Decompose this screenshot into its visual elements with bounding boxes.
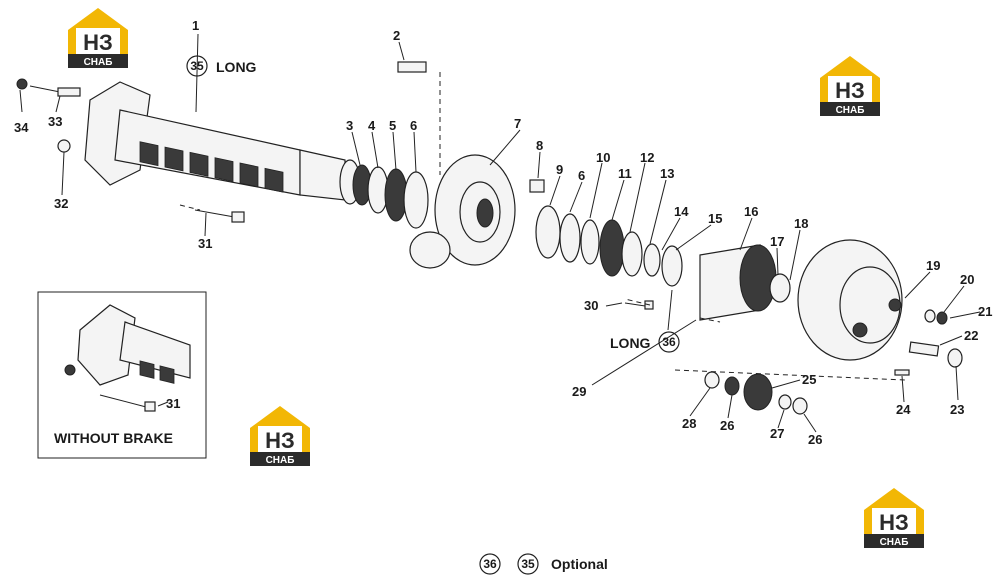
part-label-6b: 6 — [578, 168, 585, 183]
part-label-26b: 26 — [808, 432, 822, 447]
planet-carrier — [797, 239, 903, 361]
inset-without-brake — [37, 291, 207, 459]
circled-36-long: 36 — [658, 331, 680, 353]
part-label-20: 20 — [960, 272, 974, 287]
part-label-10: 10 — [596, 150, 610, 165]
logo-top-right: НЗ СНАБ — [820, 56, 880, 116]
small-parts-right — [894, 309, 963, 376]
long-label-2: LONG — [610, 335, 651, 351]
circled-35-text: 35 — [190, 59, 204, 73]
logo-top-text: НЗ — [265, 428, 295, 453]
logo-bottom-text: СНАБ — [266, 455, 295, 466]
circled-35-text: 35 — [521, 557, 535, 571]
part-label-14: 14 — [674, 204, 689, 219]
part-label-33: 33 — [48, 114, 62, 129]
logo-top-text: НЗ — [835, 78, 865, 103]
logo-top-text: НЗ — [879, 510, 909, 535]
part-label-32: 32 — [54, 196, 68, 211]
planet-gear-set — [704, 371, 808, 415]
part-label-4: 4 — [368, 118, 376, 133]
part-label-31a: 31 — [198, 236, 212, 251]
part-label-9: 9 — [556, 162, 563, 177]
logo-top-text: НЗ — [83, 30, 113, 55]
part-label-29: 29 — [572, 384, 586, 399]
part-label-3: 3 — [346, 118, 353, 133]
part-label-23: 23 — [950, 402, 964, 417]
part-label-30: 30 — [584, 298, 598, 313]
part-label-15: 15 — [708, 211, 722, 226]
logo-bottom-text: СНАБ — [836, 105, 865, 116]
part-label-11: 11 — [618, 166, 632, 181]
circled-36-text: 36 — [483, 557, 497, 571]
part-label-31b: 31 — [166, 396, 180, 411]
without-brake-label: WITHOUT BRAKE — [54, 430, 173, 446]
circled-35-optional: 35 — [517, 553, 539, 575]
part-label-22: 22 — [964, 328, 978, 343]
bearings-3-6 — [352, 164, 429, 229]
axle-housing — [84, 81, 361, 205]
part-label-13: 13 — [660, 166, 674, 181]
part-label-7: 7 — [514, 116, 521, 131]
part-label-17: 17 — [770, 234, 784, 249]
logo-top-left: НЗ СНАБ — [68, 8, 128, 68]
part-label-8: 8 — [536, 138, 543, 153]
logo-bottom-text: СНАБ — [880, 537, 909, 548]
circled-36-text: 36 — [662, 335, 676, 349]
part-label-18: 18 — [794, 216, 808, 231]
part-label-1: 1 — [192, 18, 199, 33]
part-label-2: 2 — [393, 28, 400, 43]
part-label-5: 5 — [389, 118, 396, 133]
centre-lines — [179, 72, 906, 381]
logo-bottom-left: НЗ СНАБ — [250, 406, 310, 466]
optional-label: Optional — [551, 556, 608, 572]
part-label-16: 16 — [744, 204, 758, 219]
logo-bottom-text: СНАБ — [84, 57, 113, 68]
leader-lines — [19, 33, 981, 433]
hub — [409, 154, 516, 269]
circled-35-long: 35 — [186, 55, 208, 77]
ring-gear — [699, 244, 791, 321]
part-label-26a: 26 — [720, 418, 734, 433]
part-label-6a: 6 — [410, 118, 417, 133]
part-label-34: 34 — [14, 120, 29, 135]
long-label-1: LONG — [216, 59, 257, 75]
part-label-21: 21 — [978, 304, 992, 319]
part-label-12: 12 — [640, 150, 654, 165]
circled-36-optional: 36 — [479, 553, 501, 575]
part-label-25: 25 — [802, 372, 816, 387]
part-label-24: 24 — [896, 402, 911, 417]
part-label-19: 19 — [926, 258, 940, 273]
part-label-28: 28 — [682, 416, 696, 431]
seals-9-15 — [535, 205, 683, 287]
logo-bottom-right: НЗ СНАБ — [864, 488, 924, 548]
part-label-27: 27 — [770, 426, 784, 441]
